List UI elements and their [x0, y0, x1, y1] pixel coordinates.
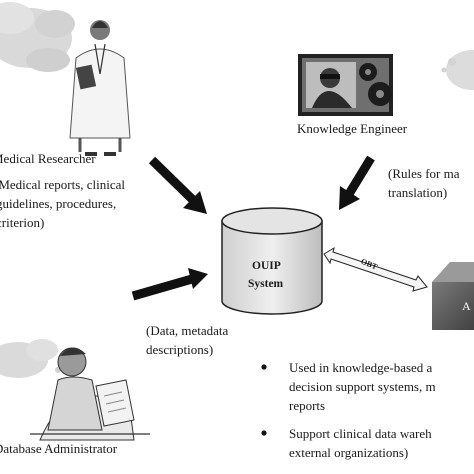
- engineer-note-line-2: translation): [388, 185, 448, 200]
- admin-note-line-2: descriptions): [146, 342, 214, 357]
- engineer-note-line-1: (Rules for ma: [388, 166, 460, 181]
- bullet-1-line-1: Used in knowledge-based a: [289, 360, 433, 375]
- researcher-note-line-1: (Medical reports, clinical: [0, 177, 126, 192]
- bullet-1-line-2: decision support systems, m: [289, 379, 436, 394]
- researcher-note-line-3: criterion): [0, 215, 45, 230]
- engineer-label: Knowledge Engineer: [297, 121, 408, 136]
- bullet-marker-1: [261, 364, 267, 370]
- arrow-engineer-to-system: [339, 155, 375, 210]
- database-administrator-icon: [30, 347, 150, 441]
- medical-researcher-icon: [69, 20, 131, 156]
- knowledge-engineer-icon: [298, 54, 393, 116]
- thought-cloud-engineer: [441, 50, 474, 90]
- arrow-admin-to-system: [131, 268, 208, 301]
- system-title-line-2: System: [248, 278, 284, 290]
- bullet-2-line-1: Support clinical data wareh: [289, 426, 432, 441]
- system-title-line-1: OUIP: [252, 260, 281, 272]
- application-box-icon: [432, 262, 474, 330]
- bidirectional-link-arrow: [323, 246, 428, 292]
- thought-cloud-admin: [0, 339, 61, 378]
- admin-label: Database Administrator: [0, 441, 118, 456]
- researcher-note-line-2: guidelines, procedures,: [0, 196, 117, 211]
- admin-note-line-1: (Data, metadata: [146, 323, 229, 338]
- bullet-2-line-2: external organizations): [289, 445, 409, 460]
- app-box-label: A: [462, 299, 471, 313]
- bullet-marker-2: [261, 430, 267, 436]
- arrow-researcher-to-system: [148, 156, 207, 214]
- thought-cloud-researcher: [0, 2, 91, 83]
- ouip-system-database-icon: [221, 207, 323, 315]
- researcher-label: Medical Researcher: [0, 151, 96, 166]
- bullet-1-line-3: reports: [289, 398, 326, 413]
